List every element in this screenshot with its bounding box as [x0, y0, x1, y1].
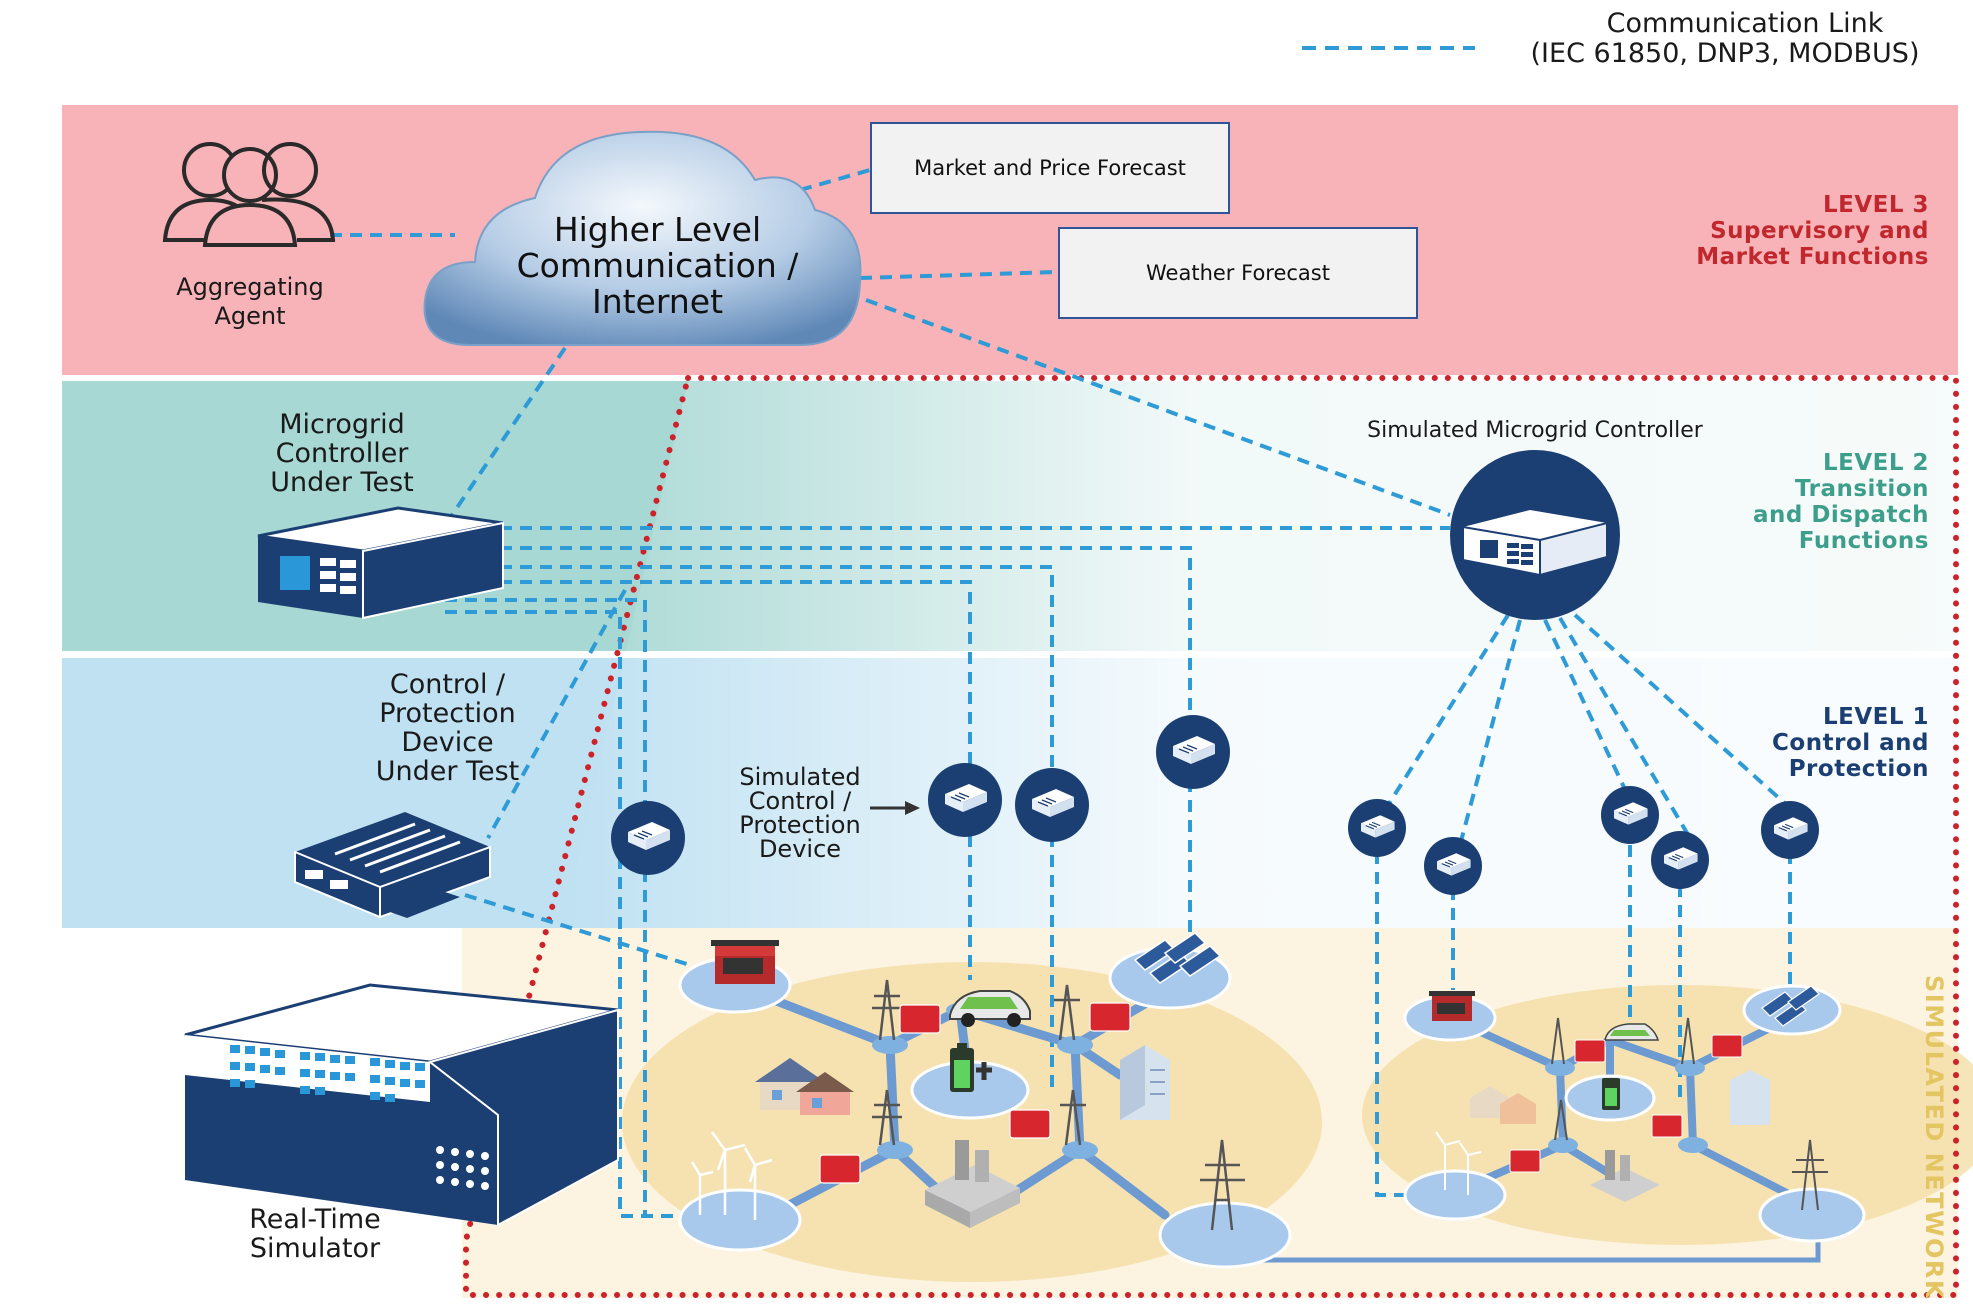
transmission-tower-icon: [872, 979, 1245, 1231]
device-icon: [1424, 837, 1482, 895]
level1-number: LEVEL 1: [1822, 704, 1929, 730]
device-icon: [1348, 799, 1406, 857]
transmission-tower-icon: [1551, 1017, 1828, 1211]
level2-title-line3: Functions: [1798, 528, 1929, 554]
level3-title-line1: Supervisory and: [1710, 218, 1929, 244]
device-icon: [1601, 786, 1659, 844]
device-icon: [1015, 768, 1089, 842]
building-icon: [1120, 1045, 1170, 1120]
factory-icon: [1590, 1150, 1660, 1202]
people-icon: [162, 142, 336, 247]
network-grid-right: [1403, 984, 1866, 1243]
level2-number: LEVEL 2: [1822, 450, 1929, 476]
level1-title-line2: Protection: [1788, 756, 1929, 782]
simulator-icon: [184, 983, 619, 1227]
relay-devices: [819, 1002, 1131, 1184]
sim-device-circles: [611, 715, 1819, 895]
device-icon: [611, 801, 685, 875]
level1-label: LEVEL 1 Control and Protection: [1772, 704, 1929, 782]
comm-links: [330, 168, 1792, 1218]
device-icon: [294, 812, 491, 919]
sim-mgc-label: Simulated Microgrid Controller: [1367, 418, 1703, 443]
wind-turbine-icon: [690, 1131, 773, 1220]
solar-panel-icon: [1761, 985, 1820, 1027]
legend-protocols: (IEC 61850, DNP3, MODBUS): [1530, 38, 1920, 69]
ev-icon: [1604, 1023, 1660, 1041]
legend-title: Communication Link: [1606, 8, 1884, 39]
node-disc-tower: [1158, 1201, 1292, 1269]
relay-devices: [1509, 1034, 1743, 1173]
device-icon: [1156, 715, 1230, 789]
node-disc-wind: [678, 1188, 802, 1252]
battery-icon: [950, 1043, 992, 1092]
weather-forecast-box: Weather Forecast: [1058, 227, 1418, 319]
market-forecast-box: Market and Price Forecast: [870, 122, 1230, 214]
controller-icon: [257, 506, 504, 620]
level2-title-line2: and Dispatch: [1752, 502, 1929, 528]
network-grid-left: [678, 932, 1292, 1269]
level3-label: LEVEL 3 Supervisory and Market Functions: [1696, 192, 1929, 270]
simulated-network-label: SIMULATED NETWORK: [1920, 975, 1948, 1300]
solar-panel-icon: [1133, 932, 1222, 984]
simulated-region-border: [463, 375, 1959, 1298]
house-icon: [1470, 1086, 1536, 1124]
level3-number: LEVEL 3: [1822, 192, 1929, 218]
building-icon: [1730, 1070, 1770, 1125]
level2-title-line1: Transition: [1794, 476, 1929, 502]
level3-title-line2: Market Functions: [1696, 244, 1929, 270]
level2-label: LEVEL 2 Transition and Dispatch Function…: [1753, 450, 1929, 554]
cloud-icon: [423, 130, 862, 346]
house-icon: [755, 1058, 854, 1115]
generator-icon: [1429, 991, 1475, 1021]
ev-icon: [949, 990, 1031, 1027]
battery-icon: [1602, 1078, 1620, 1110]
device-icon: [1651, 831, 1709, 889]
arrow-icon: [870, 801, 920, 815]
generator-icon: [711, 940, 779, 984]
factory-icon: [925, 1140, 1020, 1228]
device-icon: [1761, 801, 1819, 859]
sim-controller-icon: [1450, 450, 1620, 620]
device-icon: [928, 763, 1002, 837]
level1-title-line1: Control and: [1772, 730, 1929, 756]
wind-turbine-icon: [1435, 1131, 1482, 1195]
